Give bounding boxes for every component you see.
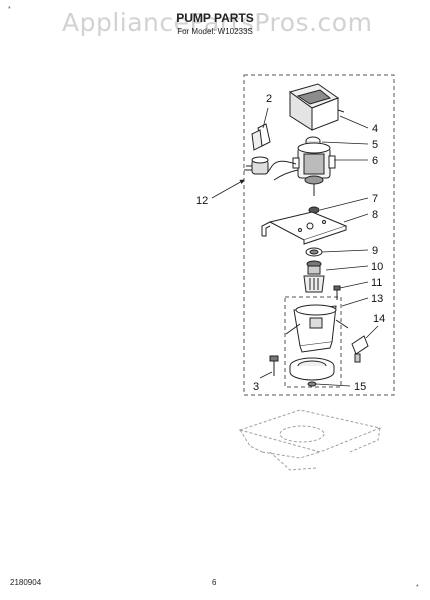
leader-3 (259, 371, 273, 379)
leader-10 (325, 265, 369, 271)
leader-8 (343, 213, 369, 223)
callout-4: 4 (372, 123, 378, 135)
part-screw-upper (333, 285, 341, 300)
callout-2: 2 (266, 93, 272, 105)
watermark: AppliancePartsPros.com (62, 8, 373, 37)
leader-7 (319, 197, 369, 211)
part-seal (305, 247, 323, 257)
callout-6: 6 (372, 155, 378, 167)
part-pump-housing (285, 304, 349, 353)
callout-10: 10 (371, 261, 383, 273)
callout-9: 9 (372, 245, 378, 257)
callout-7: 7 (372, 193, 378, 205)
leader-2 (262, 107, 269, 129)
housing-dashed-box (284, 296, 342, 388)
leader-9 (321, 249, 369, 253)
leader-12 (211, 179, 245, 199)
part-motor-cover (288, 83, 345, 131)
page-number: 6 (212, 578, 217, 587)
callout-15: 15 (354, 381, 366, 393)
leader-11 (339, 281, 369, 289)
document-number: 2180904 (10, 578, 42, 587)
leader-13 (341, 297, 369, 307)
part-bracket (261, 211, 348, 245)
part-hose-connector (351, 335, 369, 363)
part-impeller (303, 260, 325, 293)
callout-13: 13 (371, 293, 383, 305)
diagram-title: PUMP PARTS (176, 11, 254, 25)
part-screw-lower (269, 355, 279, 376)
callout-11: 11 (371, 277, 382, 289)
callout-14: 14 (373, 313, 385, 325)
part-motor (267, 142, 336, 196)
leader-5 (321, 141, 369, 145)
callout-5: 5 (372, 139, 378, 151)
callout-12: 12 (196, 195, 208, 207)
leader-15 (315, 383, 351, 387)
diagram-subtitle: For Model: W10233S (177, 27, 253, 36)
corner-mark-bottom-right: * (416, 584, 419, 591)
callout-3: 3 (253, 381, 259, 393)
leader-4 (339, 115, 369, 129)
assembly-dashed-box (243, 74, 395, 396)
corner-mark-top-left: * (8, 6, 11, 13)
phantom-tub-outline (238, 409, 382, 471)
part-capacitor (244, 123, 271, 175)
callout-8: 8 (372, 209, 378, 221)
part-strainer-base (289, 357, 335, 387)
leader-lines (211, 107, 379, 387)
leader-14 (365, 325, 379, 339)
